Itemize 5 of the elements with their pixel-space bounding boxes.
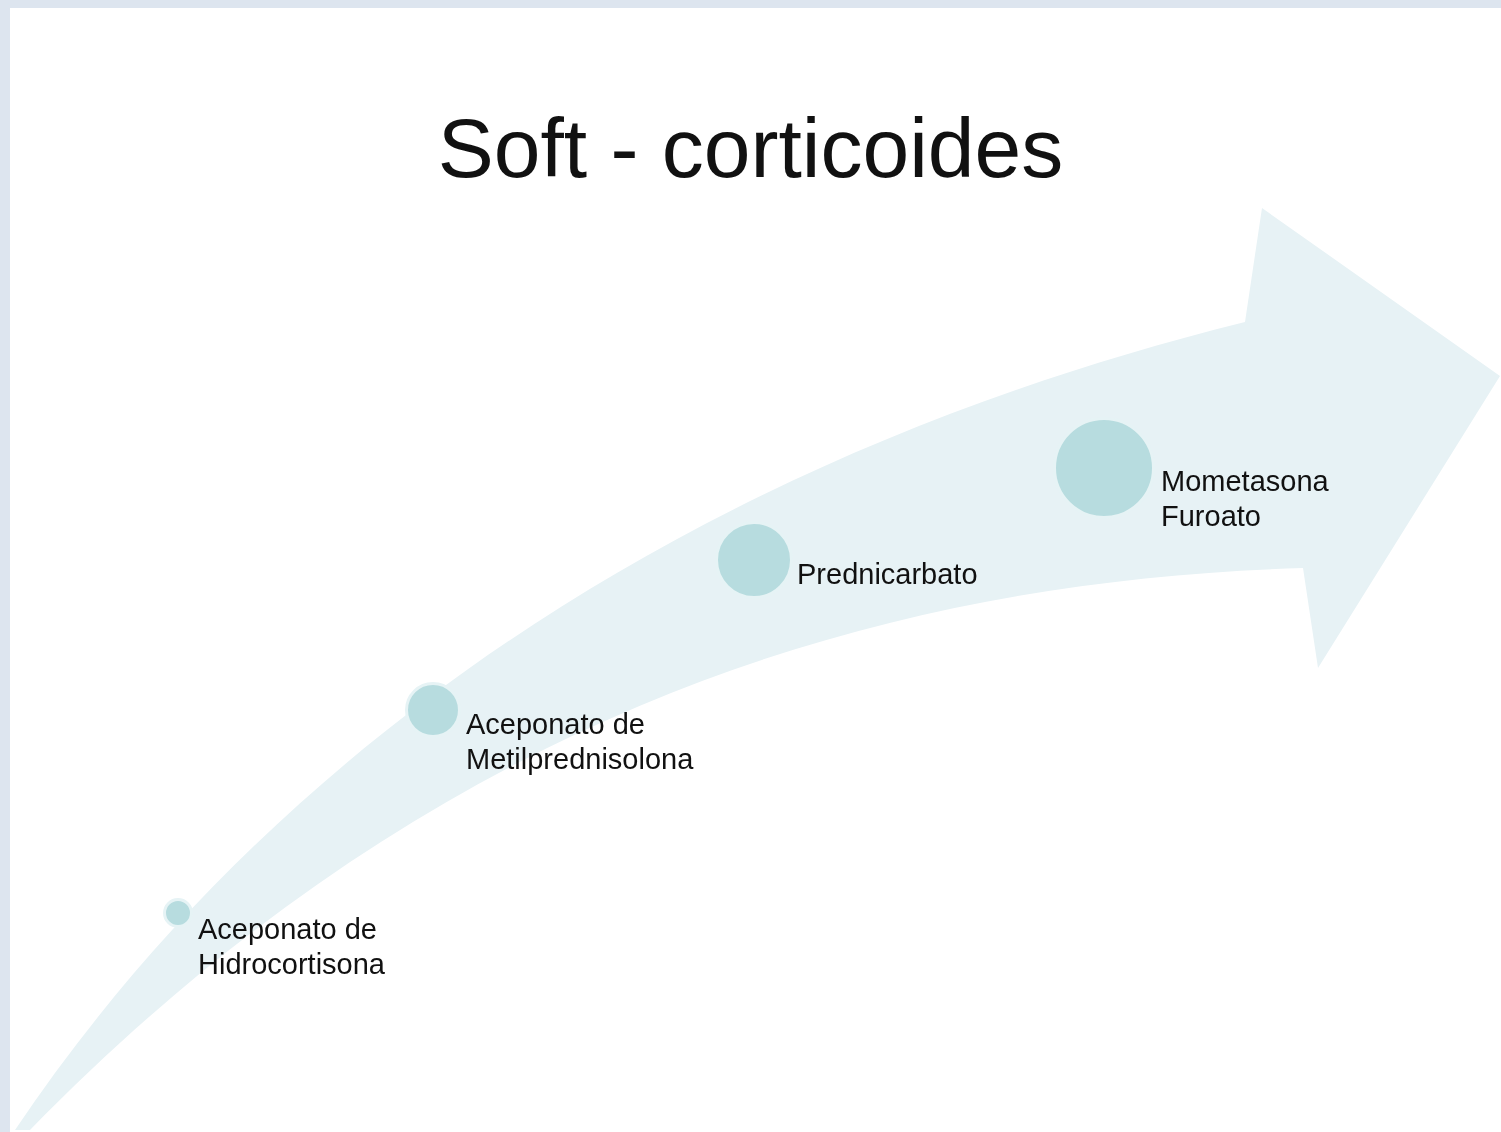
drug-label: Prednicarbato: [797, 557, 979, 592]
title: Soft - corticoides: [436, 100, 1065, 197]
drug-label: Mometasona Furoato: [1161, 464, 1330, 534]
drug-label: Aceponato de Hidrocortisona: [198, 912, 386, 982]
drug-label: Aceponato de Metilprednisolona: [466, 707, 695, 777]
